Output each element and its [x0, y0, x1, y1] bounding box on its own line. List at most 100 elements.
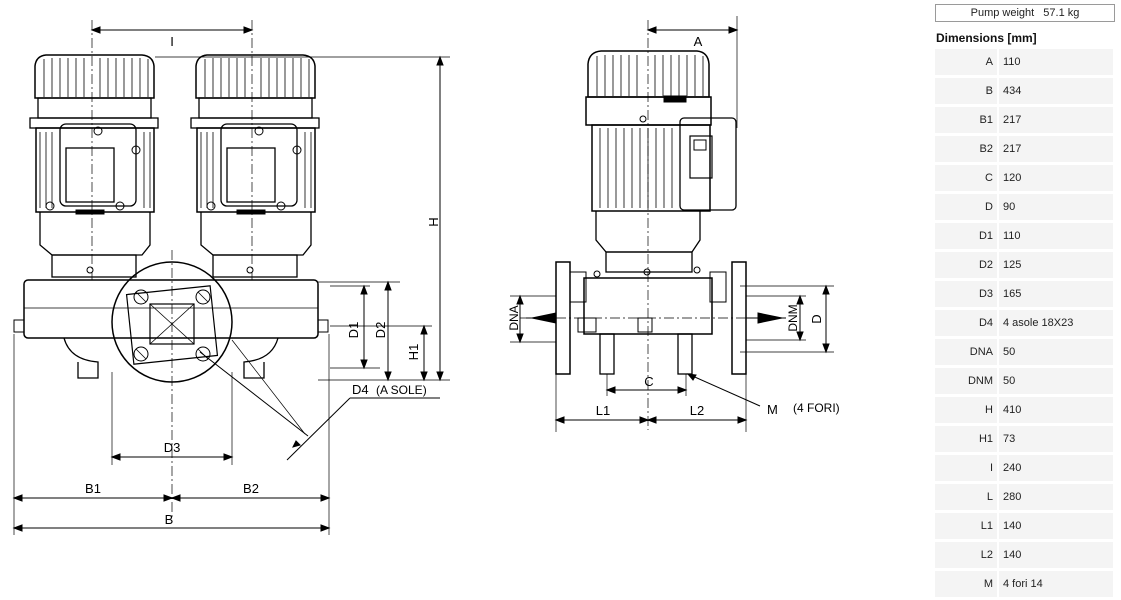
dim-B-B1-B2 [12, 334, 331, 535]
dimension-value: 240 [997, 455, 1113, 481]
label-L2: L2 [690, 403, 704, 418]
dimension-value: 140 [997, 513, 1113, 539]
dimension-key: H1 [935, 426, 997, 452]
dimension-key: D1 [935, 223, 997, 249]
pump-weight-box: Pump weight 57.1 kg [935, 4, 1115, 22]
pump-dimension-drawing: I H D1 D2 H1 D4 (A SOLE) D3 B1 B2 B A DN… [12, 16, 840, 535]
label-DNM: DNM [786, 304, 800, 331]
dim-M [686, 373, 761, 407]
dimensions-title: Dimensions [mm] [936, 31, 1037, 45]
dimension-key: B2 [935, 136, 997, 162]
label-M-note: (4 FORI) [793, 401, 840, 415]
dimension-key: L1 [935, 513, 997, 539]
label-L1: L1 [596, 403, 610, 418]
label-D3: D3 [164, 440, 181, 455]
dimension-value: 50 [997, 339, 1113, 365]
dimension-key: D3 [935, 281, 997, 307]
twin-pump-front-view [12, 20, 450, 535]
pump-weight-value: 57.1 kg [1043, 7, 1080, 19]
dimension-key: L2 [935, 542, 997, 568]
dim-D3 [110, 372, 234, 465]
dimension-key: B [935, 78, 997, 104]
dim-C [605, 374, 688, 396]
dimension-key: L [935, 484, 997, 510]
dimension-value: 125 [997, 252, 1113, 278]
label-D: D [809, 314, 824, 323]
pump-side-view [510, 16, 834, 432]
dim-DNA [510, 294, 557, 344]
label-H1: H1 [406, 344, 421, 361]
centerlines-left [91, 20, 253, 520]
dimension-value: 165 [997, 281, 1113, 307]
dimension-value: 434 [997, 78, 1113, 104]
centerlines-side [520, 20, 760, 430]
dimension-value: 73 [997, 426, 1113, 452]
dimension-key: DNM [935, 368, 997, 394]
label-M: M [767, 402, 778, 417]
dimension-value: 110 [997, 49, 1113, 75]
dimension-value: 410 [997, 397, 1113, 423]
dimension-value: 50 [997, 368, 1113, 394]
label-D4: D4 [352, 382, 369, 397]
dimension-key: D2 [935, 252, 997, 278]
dim-DNM-D [740, 284, 834, 354]
label-I: I [170, 34, 174, 49]
label-D4-note: (A SOLE) [376, 383, 427, 397]
label-H: H [426, 217, 441, 226]
label-B: B [165, 512, 174, 527]
dim-I [90, 26, 254, 34]
dim-A [646, 16, 739, 128]
label-A: A [694, 34, 703, 49]
dimension-value: 120 [997, 165, 1113, 191]
dimension-value: 140 [997, 542, 1113, 568]
dimension-key: C [935, 165, 997, 191]
dimension-key: DNA [935, 339, 997, 365]
dimension-value: 217 [997, 107, 1113, 133]
dim-H [155, 55, 450, 382]
label-DNA: DNA [507, 305, 521, 330]
dimension-value: 280 [997, 484, 1113, 510]
motor-side [585, 50, 737, 273]
dimension-key: A [935, 49, 997, 75]
dimension-value: 110 [997, 223, 1113, 249]
dimension-value: 90 [997, 194, 1113, 220]
label-D2: D2 [373, 322, 388, 339]
pump-body-left [13, 261, 329, 383]
dimension-key: D4 [935, 310, 997, 336]
label-B2: B2 [243, 481, 259, 496]
label-C: C [644, 374, 653, 389]
label-B1: B1 [85, 481, 101, 496]
dimension-value: 4 fori 14 [997, 571, 1113, 597]
dim-D4 [199, 339, 440, 461]
dimension-key: M [935, 571, 997, 597]
dimension-key: H [935, 397, 997, 423]
label-D1: D1 [346, 322, 361, 339]
dimension-value: 217 [997, 136, 1113, 162]
dim-L1-L2 [554, 374, 748, 432]
dimension-value: 4 asole 18X23 [997, 310, 1113, 336]
motor-left [29, 54, 159, 278]
motor-right [190, 54, 320, 278]
dim-D1-D2-H1 [318, 280, 432, 382]
dimension-key: B1 [935, 107, 997, 133]
dimension-key: D [935, 194, 997, 220]
